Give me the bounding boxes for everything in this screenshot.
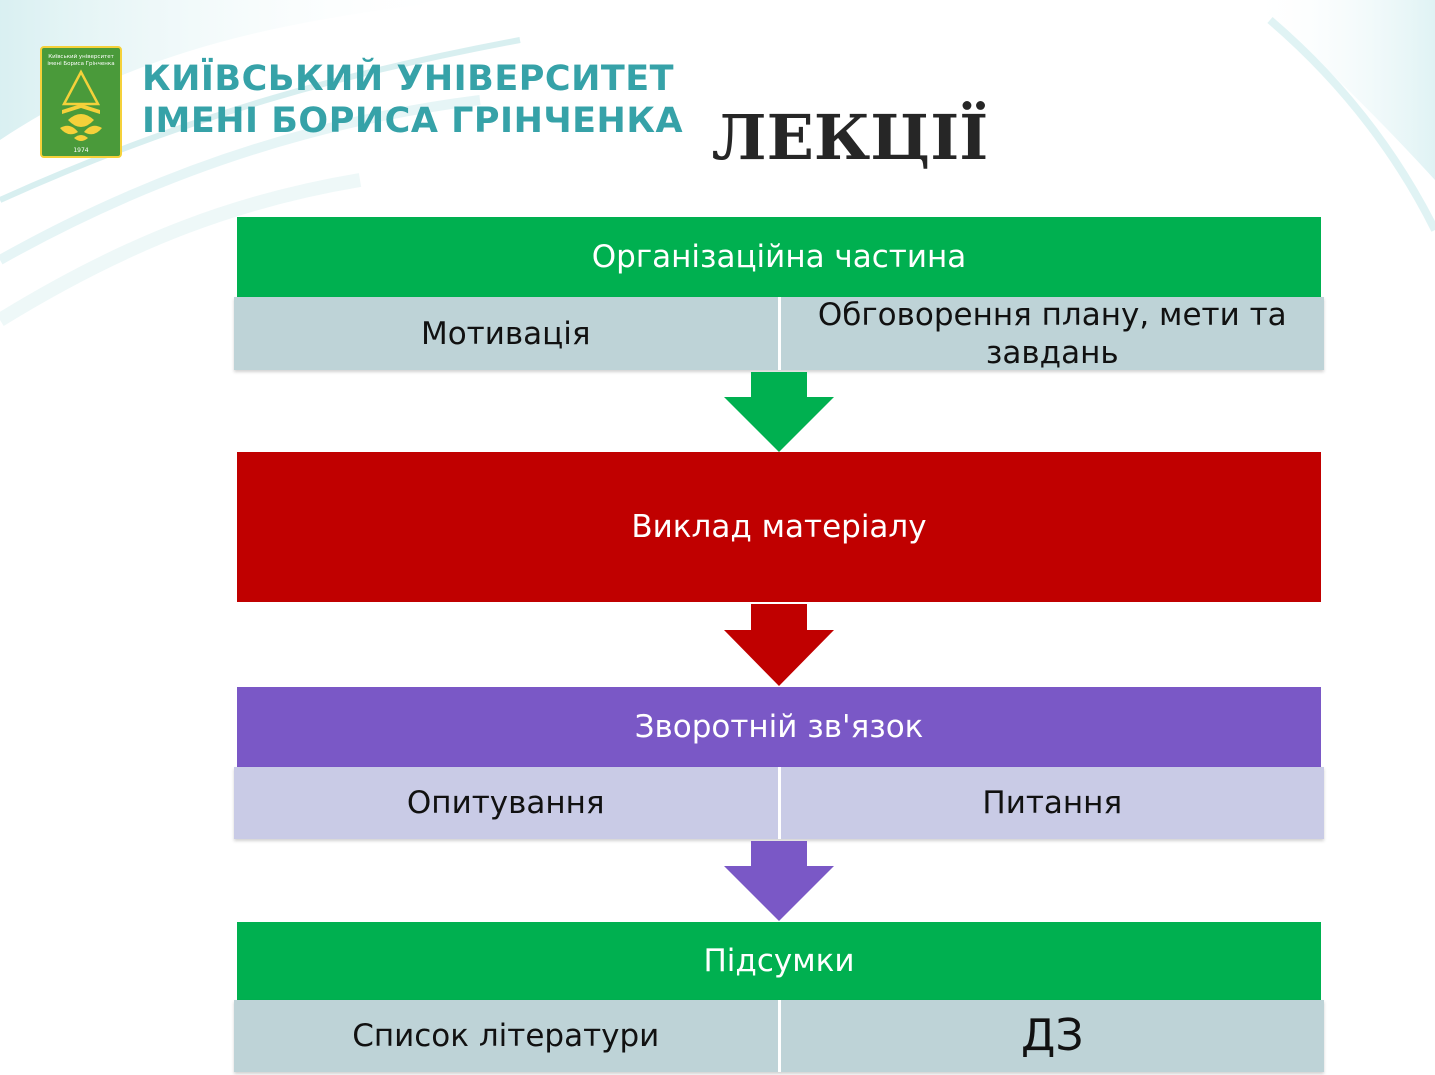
university-name-line1: КИЇВСЬКИЙ УНІВЕРСИТЕТ: [142, 59, 675, 99]
svg-text:Київський університет: Київський університет: [48, 53, 114, 60]
item-motivation: Мотивація: [420, 315, 591, 352]
item-homework: ДЗ: [777, 1000, 1325, 1072]
item-survey: Опитування: [406, 785, 605, 821]
stage-feedback-label: Зворотній зв'язок: [634, 709, 924, 745]
svg-text:імені Бориса Грінченка: імені Бориса Грінченка: [47, 61, 114, 67]
stage-presentation-header: Виклад матеріалу: [237, 452, 1321, 602]
stage-summary-label: Підсумки: [703, 943, 855, 979]
stage-organizational-header: Організаційна частина: [237, 217, 1321, 297]
stage-summary-items: Список літератури ДЗ: [234, 1000, 1324, 1072]
item-reading-list: Список літератури: [352, 1018, 660, 1054]
item-plan-discussion: Обговорення плану, мети та завдань: [777, 297, 1325, 371]
stage-presentation-label: Виклад матеріалу: [631, 509, 927, 545]
stage-feedback-items: Опитування Питання: [234, 767, 1324, 839]
stage-organizational-items: Мотивація Обговорення плану, мети та зав…: [234, 297, 1325, 371]
arrow-down-green: [724, 372, 834, 452]
item-questions: Питання: [777, 767, 1325, 839]
page-title: ЛЕКЦІЇ: [711, 101, 989, 174]
arrow-down-purple: [724, 841, 834, 921]
stage-organizational-label: Організаційна частина: [591, 239, 967, 275]
university-name-line2: ІМЕНІ БОРИСА ГРІНЧЕНКА: [142, 101, 684, 141]
svg-text:1974: 1974: [73, 147, 88, 154]
stage-summary-header: Підсумки: [237, 922, 1321, 1000]
university-logo: Київський університет імені Бориса Грінч…: [40, 46, 122, 158]
arrow-down-red: [724, 604, 834, 686]
university-name: КИЇВСЬКИЙ УНІВЕРСИТЕТ ІМЕНІ БОРИСА ГРІНЧ…: [142, 58, 684, 142]
stage-feedback-header: Зворотній зв'язок: [237, 687, 1321, 767]
